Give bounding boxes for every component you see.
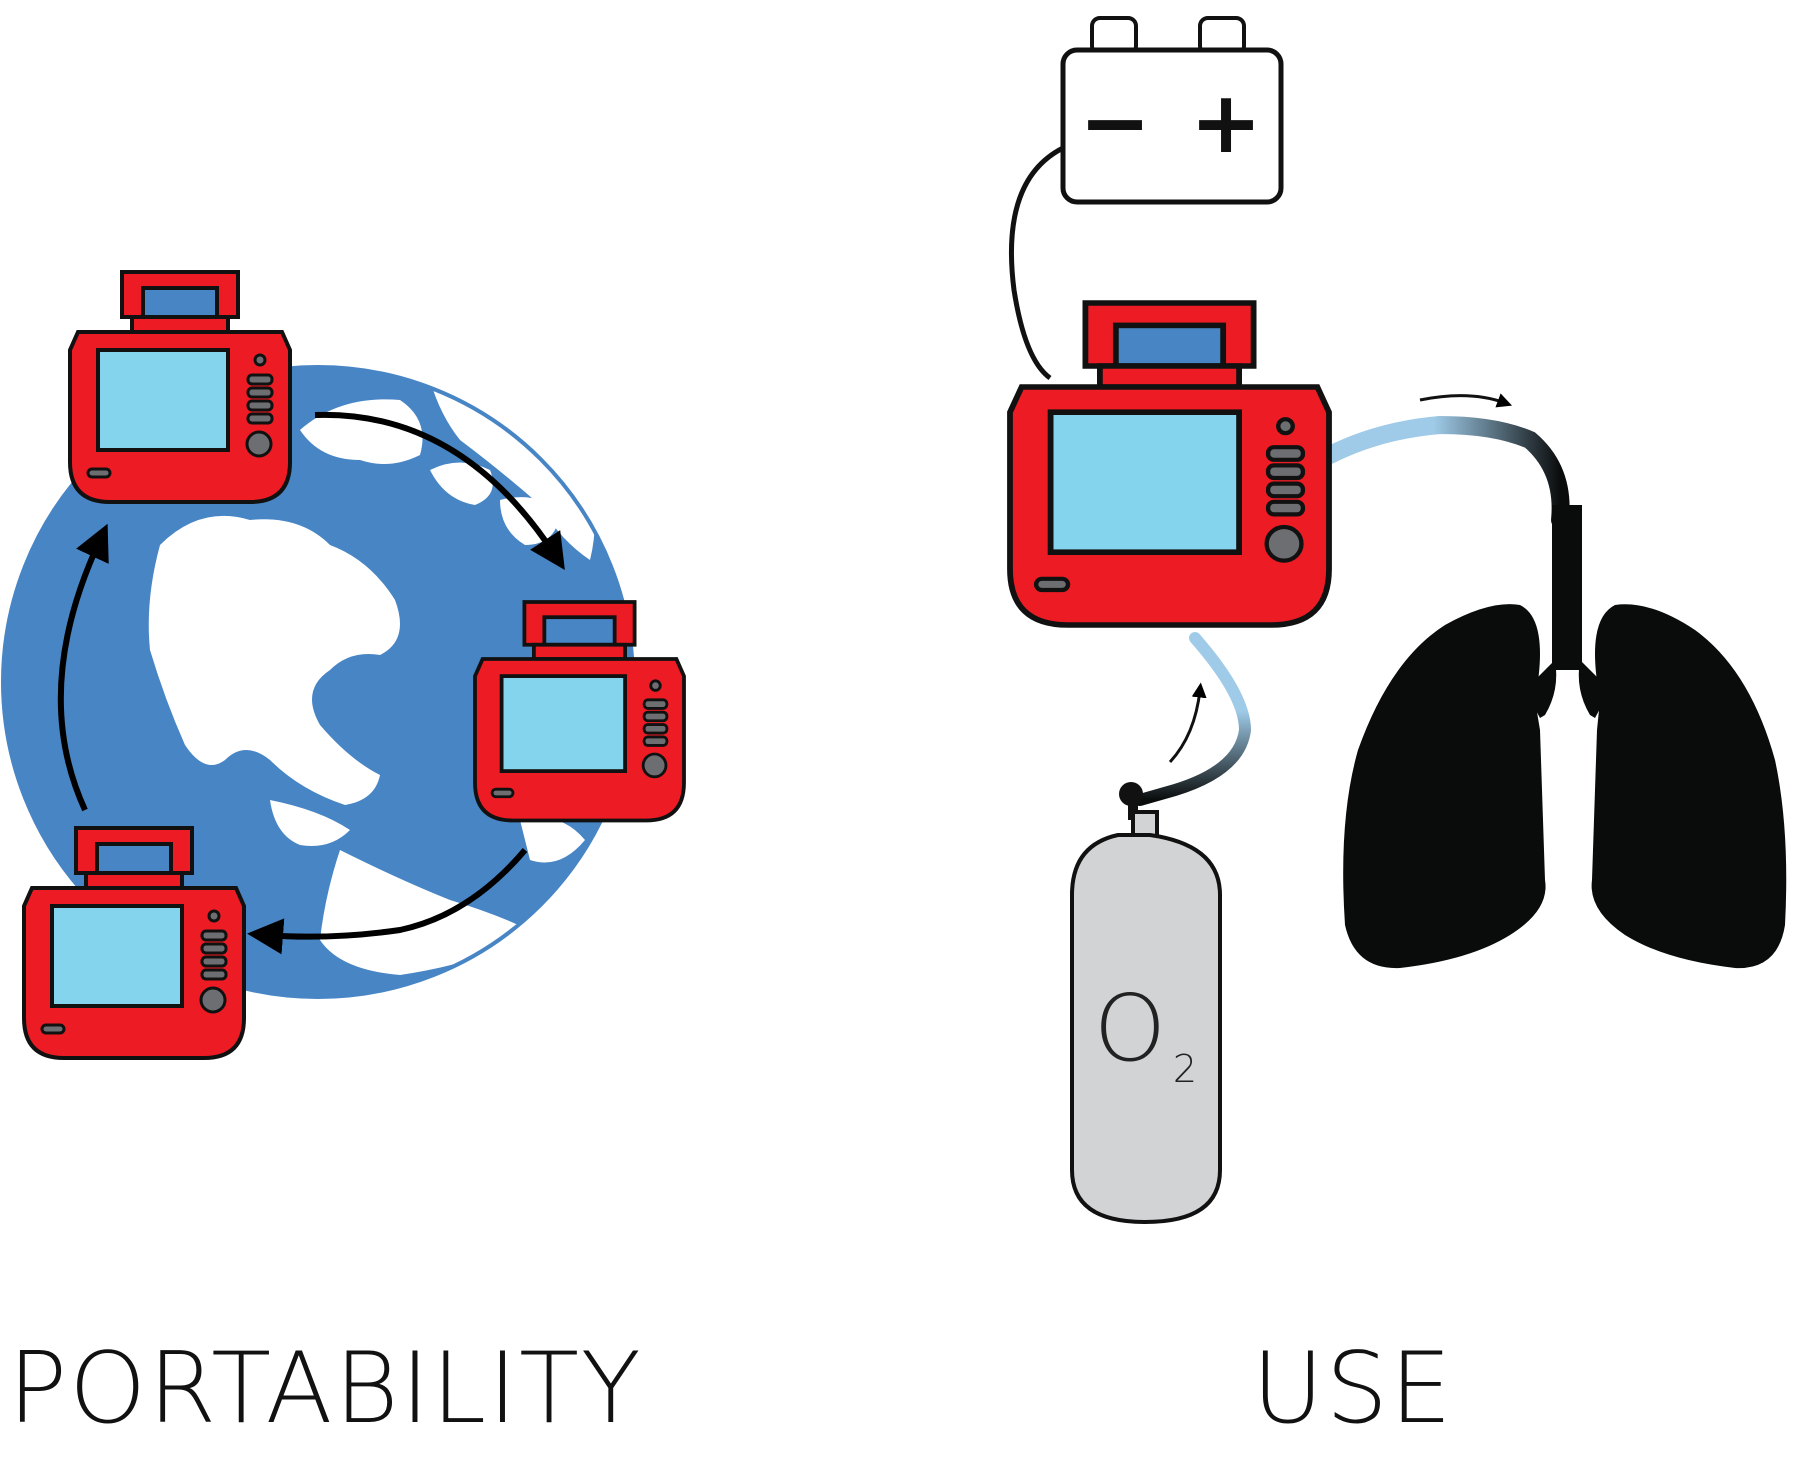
portability-panel [1,270,686,1060]
battery-minus-label: − [1079,73,1151,173]
ventilator-icon [68,270,292,504]
oxygen-subscript: 2 [1173,1047,1197,1091]
arrow-icon [1419,393,1513,408]
battery-cable [1009,145,1065,381]
lung-tube [1321,415,1570,529]
arrow-icon [247,848,528,955]
oxygen-tank-icon: O 2 [1070,782,1222,1225]
oxygen-symbol: O [1094,975,1166,1082]
battery-icon: − + [1060,16,1284,205]
oxygen-tube [1134,632,1252,806]
use-panel: − + O 2 [1009,16,1787,1225]
use-caption: USE [1252,1332,1454,1446]
arrow-icon [57,523,109,812]
battery-plus-label: + [1190,73,1262,173]
arrow-icon [1168,682,1207,764]
lungs-icon [1343,505,1787,969]
portability-caption: PORTABILITY [8,1332,643,1446]
ventilator-icon [1010,303,1329,625]
arrow-icon [314,411,565,571]
